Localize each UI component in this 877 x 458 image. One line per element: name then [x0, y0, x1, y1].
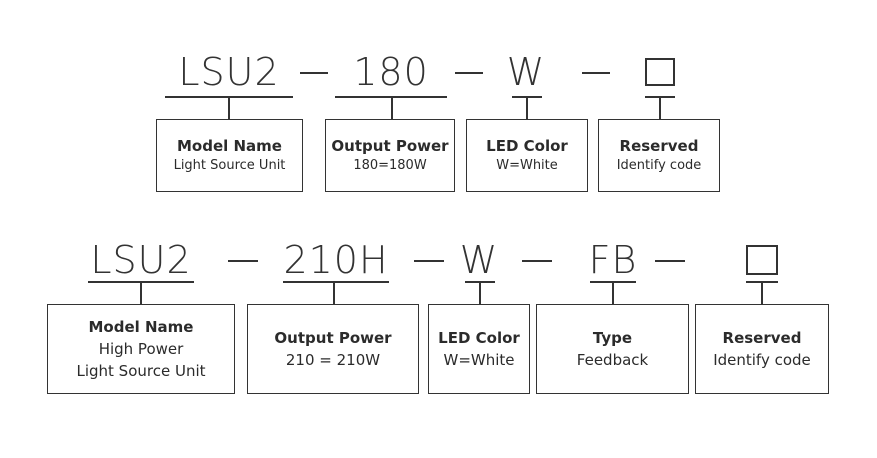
- row2-connector-power: [333, 281, 335, 304]
- row1-code-power: 180: [353, 50, 429, 94]
- row2-code-power: 210H: [283, 238, 389, 282]
- row2-separator-2: [414, 260, 444, 262]
- row1-code-model: LSU2: [178, 50, 280, 94]
- box-detail: Feedback: [576, 351, 649, 369]
- row2-code-color: W: [459, 238, 499, 282]
- row2-box-type: Type Feedback: [536, 304, 689, 394]
- row1-box-led-color: LED Color W=White: [466, 119, 588, 192]
- box-title: Type: [592, 329, 633, 347]
- row2-connector-type: [612, 281, 614, 304]
- box-detail: Light Source Unit: [76, 362, 206, 380]
- box-title: Reserved: [722, 329, 802, 347]
- box-detail: High Power: [98, 340, 184, 358]
- row2-code-type: FB: [588, 238, 638, 282]
- row2-connector-model: [140, 281, 142, 304]
- box-title: Reserved: [619, 137, 699, 155]
- row2-code-model: LSU2: [90, 238, 192, 282]
- row1-code-color: W: [506, 50, 546, 94]
- row1-box-output-power: Output Power 180=180W: [325, 119, 455, 192]
- box-detail: Identify code: [713, 351, 811, 369]
- row2-separator-1: [228, 260, 258, 262]
- row1-connector-power: [391, 96, 393, 119]
- row2-box-reserved: Reserved Identify code: [695, 304, 829, 394]
- row2-connector-color: [479, 281, 481, 304]
- row1-box-model-name: Model Name Light Source Unit: [156, 119, 303, 192]
- row2-separator-3: [522, 260, 552, 262]
- row1-separator-2: [455, 72, 483, 74]
- box-detail: W=White: [443, 351, 515, 369]
- row1-connector-reserved: [659, 96, 661, 119]
- box-detail: 210 = 210W: [285, 351, 381, 369]
- row2-box-output-power: Output Power 210 = 210W: [247, 304, 419, 394]
- box-title: LED Color: [486, 137, 568, 155]
- row2-underline-power: [283, 281, 389, 283]
- box-detail: 180=180W: [353, 158, 427, 173]
- row2-box-model-name: Model Name High Power Light Source Unit: [47, 304, 235, 394]
- box-detail: Identify code: [616, 158, 702, 173]
- box-title: Output Power: [274, 329, 392, 347]
- box-title: Output Power: [331, 137, 449, 155]
- box-title: Model Name: [88, 318, 194, 336]
- box-detail: W=White: [496, 158, 558, 173]
- row2-reserved-square: [746, 245, 778, 275]
- row1-box-reserved: Reserved Identify code: [598, 119, 720, 192]
- row1-connector-color: [526, 96, 528, 119]
- row1-reserved-square: [645, 58, 675, 86]
- box-title: LED Color: [438, 329, 520, 347]
- box-title: Model Name: [177, 137, 282, 155]
- row1-connector-model: [228, 96, 230, 119]
- row1-separator-3: [582, 72, 610, 74]
- row1-separator-1: [300, 72, 328, 74]
- row2-separator-4: [655, 260, 685, 262]
- row2-connector-reserved: [761, 281, 763, 304]
- box-detail: Light Source Unit: [173, 158, 286, 173]
- row2-box-led-color: LED Color W=White: [428, 304, 530, 394]
